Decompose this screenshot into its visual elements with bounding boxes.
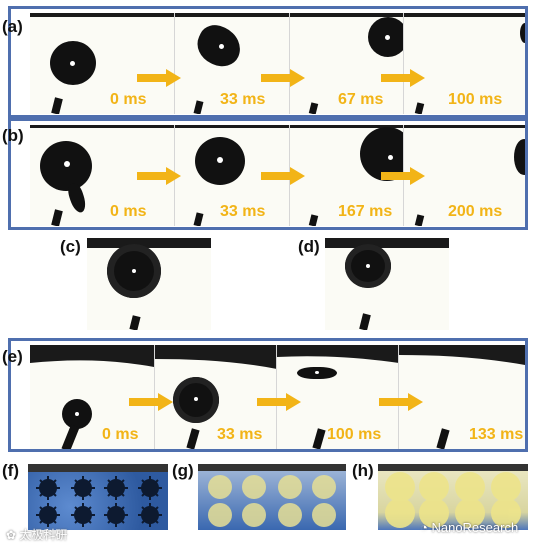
watermark-right: ◔ NanoResearch	[420, 520, 519, 535]
frame-d	[325, 238, 449, 330]
droplet-reflection	[315, 371, 319, 374]
nozzle	[308, 102, 319, 114]
frame-g	[198, 464, 346, 530]
droplet-neck	[65, 181, 89, 215]
nozzle	[186, 428, 200, 449]
droplet-reflection	[366, 264, 370, 268]
right-arrow-icon	[261, 69, 305, 87]
right-arrow-icon	[257, 393, 301, 411]
droplet-reflection	[64, 161, 70, 167]
panel-label-g: (g)	[172, 461, 194, 480]
droplet-reflection	[70, 61, 75, 66]
frame-c	[87, 238, 211, 330]
droplet-reflection	[194, 397, 198, 401]
droplet-reflection	[217, 157, 223, 163]
nozzle	[193, 212, 204, 226]
logo-icon: ✿	[6, 528, 20, 542]
time-label: 100 ms	[448, 91, 503, 108]
panel-b-box: 0 ms 33 ms 167 ms 200 ms	[8, 118, 528, 230]
time-label: 0 ms	[110, 203, 147, 220]
right-arrow-icon	[129, 393, 173, 411]
time-label: 0 ms	[110, 91, 147, 108]
frame-a2: 33 ms	[174, 13, 290, 114]
nozzle	[312, 428, 326, 449]
frame-b3: 167 ms	[289, 125, 404, 226]
time-label: 133 ms	[469, 426, 524, 443]
nozzle	[436, 428, 450, 449]
frame-e4: 133 ms	[398, 345, 525, 449]
right-arrow-icon	[137, 69, 181, 87]
panel-label-f: (f)	[2, 461, 19, 480]
right-arrow-icon	[261, 167, 305, 185]
droplet-reflection	[132, 269, 136, 273]
time-label: 200 ms	[448, 203, 503, 220]
panel-a-box: 0 ms 33 ms 67 ms 100 ms	[8, 6, 528, 118]
droplet-reflection	[75, 412, 79, 416]
time-label: 33 ms	[217, 426, 263, 443]
time-label: 33 ms	[220, 91, 266, 108]
droplet-reflection	[388, 155, 393, 160]
time-label: 67 ms	[338, 91, 384, 108]
watermark-left: ✿ 太极科研	[6, 528, 68, 542]
droplet	[520, 23, 525, 43]
nozzle	[61, 424, 80, 449]
frame-e3: 100 ms	[276, 345, 399, 449]
panel-label-h: (h)	[352, 461, 374, 480]
droplet-reflection	[385, 35, 390, 40]
wechat-icon: ◔	[420, 520, 432, 535]
nozzle	[51, 209, 63, 226]
panel-label-b: (b)	[2, 126, 24, 145]
time-label: 33 ms	[220, 203, 266, 220]
panel-label-d: (d)	[298, 237, 320, 256]
panel-e-box: 0 ms 33 ms 100 ms 133 ms	[8, 338, 528, 452]
panel-label-e: (e)	[2, 347, 23, 366]
frame-e1: 0 ms	[30, 345, 154, 449]
nozzle	[308, 214, 319, 226]
nozzle	[414, 214, 425, 226]
nozzle	[414, 102, 425, 114]
right-arrow-icon	[137, 167, 181, 185]
nozzle	[359, 313, 371, 330]
droplet-reflection	[219, 44, 224, 49]
nozzle	[193, 100, 204, 114]
frame-h	[378, 464, 528, 530]
frame-a1: 0 ms	[30, 13, 174, 114]
frame-a3: 67 ms	[289, 13, 404, 114]
droplet	[514, 139, 525, 175]
panel-label-a: (a)	[2, 17, 23, 36]
frame-e2: 33 ms	[154, 345, 277, 449]
nozzle	[51, 97, 63, 114]
time-label: 100 ms	[327, 426, 382, 443]
time-label: 0 ms	[102, 426, 139, 443]
frame-a4: 100 ms	[403, 13, 525, 114]
panel-label-c: (c)	[60, 237, 81, 256]
nozzle	[129, 315, 141, 330]
right-arrow-icon	[381, 69, 425, 87]
right-arrow-icon	[379, 393, 423, 411]
frame-f	[28, 464, 168, 530]
right-arrow-icon	[381, 167, 425, 185]
time-label: 167 ms	[338, 203, 393, 220]
